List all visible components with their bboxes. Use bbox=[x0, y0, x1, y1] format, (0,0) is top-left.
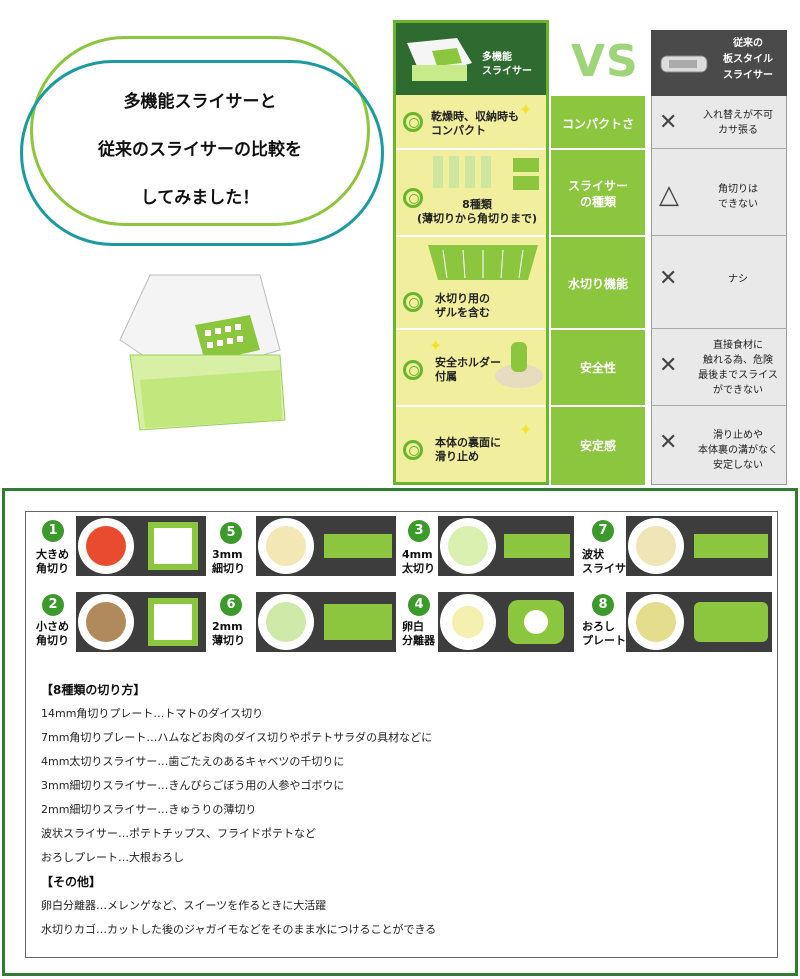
type-label: 大きめ 角切り bbox=[36, 548, 69, 575]
row-divider bbox=[396, 148, 546, 150]
type-number-badge: 8 bbox=[592, 594, 614, 616]
intro-line-1: 多機能スライサーと bbox=[123, 92, 277, 112]
row4-conventional-text: 直接食材に 触れる為、危険 最後までスライス ができない bbox=[698, 340, 778, 396]
row5-conventional-text: 滑り止めや 本体裏の溝がなく 安定しない bbox=[698, 430, 778, 471]
intro-bubble-outline-teal bbox=[20, 60, 384, 246]
intro-heading: 多機能スライサーと 従来のスライサーの比較を してみました！ bbox=[40, 78, 360, 222]
multi-slicer-thumb-icon bbox=[407, 38, 472, 81]
type-label: 3mm 細切り bbox=[212, 548, 245, 575]
row-divider bbox=[551, 405, 645, 407]
type-number-badge: 2 bbox=[42, 594, 64, 616]
row1-multi-text: 乾燥時、収納時も コンパクト bbox=[431, 110, 519, 137]
row1-conventional-text: 入れ替えが不可 カサ張る bbox=[703, 110, 773, 136]
row2-multi-text: 8種類 (薄切りから角切りまで) bbox=[416, 198, 538, 225]
good-circle-icon bbox=[403, 188, 423, 208]
cut-types-section: 1 大きめ 角切り 2 小さめ 角切り 5 3mm 細切り 6 2mm 薄切り bbox=[2, 488, 798, 976]
type-label: 卵白 分離器 bbox=[402, 620, 435, 647]
good-circle-icon bbox=[403, 360, 423, 380]
cross-mark-icon: ✕ bbox=[659, 430, 678, 455]
row-divider bbox=[651, 235, 787, 236]
type-number-badge: 1 bbox=[42, 520, 64, 542]
cut-types-panel: 1 大きめ 角切り 2 小さめ 角切り 5 3mm 細切り 6 2mm 薄切り bbox=[25, 511, 778, 958]
good-circle-icon bbox=[403, 292, 423, 312]
type-number-badge: 3 bbox=[408, 520, 430, 542]
wavy-blade-image bbox=[626, 516, 772, 576]
row-divider bbox=[651, 328, 787, 329]
comparison-table: 多機能 スライサー VS 従来の 板スタイル スライサー 乾燥時、収納時も コン… bbox=[393, 20, 790, 485]
row-divider bbox=[651, 405, 787, 406]
sparkle-icon: ✦ bbox=[519, 100, 533, 119]
triangle-mark-icon: △ bbox=[659, 180, 679, 210]
row4-criterion: 安全性 bbox=[579, 361, 616, 375]
row3-criterion: 水切り機能 bbox=[567, 277, 628, 291]
cut-type-item: 波状スライサー…ポテトチップス、フライドポテトなど bbox=[41, 827, 316, 840]
slicer-product-image bbox=[119, 274, 286, 431]
conventional-slicer-thumb-icon bbox=[660, 55, 708, 73]
row-divider bbox=[396, 235, 546, 237]
row3-multi-text: 水切り用の ザルを含む bbox=[435, 292, 490, 319]
type-label: 4mm 太切り bbox=[402, 548, 435, 575]
blade-set-image bbox=[433, 156, 539, 190]
type-number-badge: 7 bbox=[592, 520, 614, 542]
cross-mark-icon: ✕ bbox=[659, 266, 678, 291]
cut-types-heading: 【8種類の切り方】 bbox=[41, 683, 146, 697]
cut-type-item: 14mm角切りプレート…トマトのダイス切り bbox=[41, 707, 264, 720]
type-label: 2mm 薄切り bbox=[212, 620, 245, 647]
other-item: 水切りカゴ…カットした後のジャガイモなどをそのまま水につけることができる bbox=[41, 923, 437, 936]
intro-line-3: してみました！ bbox=[140, 188, 260, 208]
row-divider bbox=[551, 328, 645, 330]
row2-conventional-text: 角切りは できない bbox=[718, 184, 758, 210]
slice-2mm-blade-image bbox=[256, 592, 396, 652]
cut-type-item: 3mm細切りスライサー…きんぴらごぼう用の人参やゴボウに bbox=[41, 779, 345, 792]
row-divider bbox=[551, 235, 645, 237]
good-circle-icon bbox=[403, 112, 423, 132]
row-divider bbox=[651, 148, 787, 149]
row2-criterion: スライサー の種類 bbox=[567, 179, 628, 209]
type-number-badge: 6 bbox=[220, 594, 242, 616]
drain-basket-image bbox=[428, 245, 538, 280]
good-circle-icon bbox=[403, 440, 423, 460]
intro-line-2: 従来のスライサーの比較を bbox=[98, 140, 302, 160]
small-dice-plate-image bbox=[76, 592, 206, 652]
safety-holder-image bbox=[495, 342, 543, 388]
sparkle-icon: ✦ bbox=[429, 336, 443, 355]
row-divider bbox=[551, 148, 645, 150]
large-dice-plate-image bbox=[76, 516, 206, 576]
sparkle-icon: ✦ bbox=[519, 420, 533, 439]
cut-type-item: おろしプレート…大根おろし bbox=[41, 851, 184, 864]
multi-slicer-header: 多機能 スライサー bbox=[396, 23, 546, 95]
conventional-slicer-header: 従来の 板スタイル スライサー bbox=[651, 30, 787, 96]
row5-multi-text: 本体の裏面に 滑り止め bbox=[435, 436, 501, 463]
criteria-column bbox=[551, 96, 645, 485]
row5-criterion: 安定感 bbox=[579, 439, 616, 453]
type-number-badge: 5 bbox=[220, 522, 242, 544]
row-divider bbox=[396, 328, 546, 330]
cut-type-item: 7mm角切りプレート…ハムなどお肉のダイス切りやポテトサラダの具材などに bbox=[41, 731, 433, 744]
type-label: おろし プレート bbox=[582, 620, 626, 647]
cut-type-item: 2mm細切りスライサー…きゅうりの薄切り bbox=[41, 803, 257, 816]
conventional-slicer-column bbox=[651, 30, 787, 485]
thick-4mm-blade-image bbox=[438, 516, 574, 576]
type-number-badge: 4 bbox=[408, 594, 430, 616]
grater-plate-image bbox=[626, 592, 772, 652]
multi-slicer-title: 多機能 スライサー bbox=[482, 52, 532, 77]
type-label: 小さめ 角切り bbox=[36, 620, 69, 647]
row-divider bbox=[396, 405, 546, 407]
others-heading: 【その他】 bbox=[41, 875, 102, 889]
row3-conventional-text: ナシ bbox=[728, 274, 748, 285]
other-item: 卵白分離器…メレンゲなど、スイーツを作るときに大活躍 bbox=[41, 899, 327, 912]
row4-multi-text: 安全ホルダー 付属 bbox=[435, 356, 501, 383]
row1-criterion: コンパクトさ bbox=[561, 117, 634, 131]
egg-separator-image bbox=[438, 592, 574, 652]
vs-label: VS bbox=[571, 36, 639, 87]
type-label: 波状 スライサー bbox=[582, 548, 637, 575]
cross-mark-icon: ✕ bbox=[659, 353, 678, 378]
julienne-3mm-blade-image bbox=[256, 516, 396, 576]
cut-type-item: 4mm太切りスライサー…歯ごたえのあるキャベツの千切りに bbox=[41, 755, 345, 768]
conventional-slicer-title: 従来の 板スタイル スライサー bbox=[723, 38, 773, 81]
cross-mark-icon: ✕ bbox=[659, 110, 678, 135]
